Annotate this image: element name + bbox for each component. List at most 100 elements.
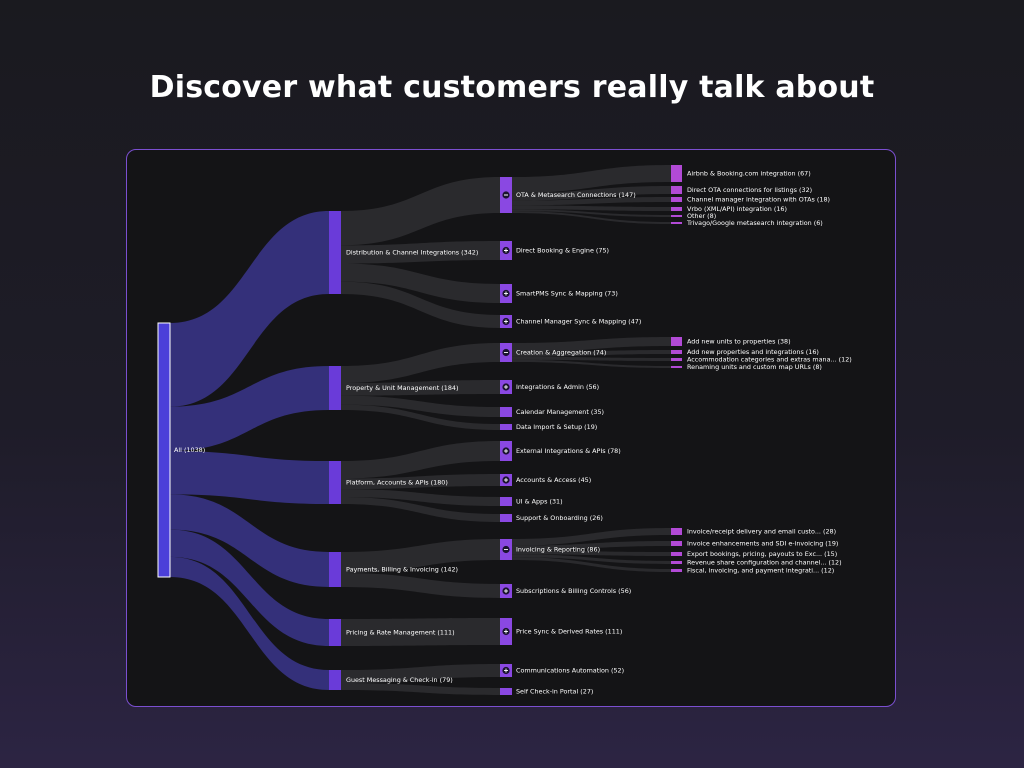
link-l2-to-l3-6 [512,337,671,353]
node-l1-pricing-rate-management[interactable] [329,619,341,646]
node-label-l1-payments-billing-invoicing: Payments, Billing & Invoicing (142) [346,566,458,574]
node-l3-fiscal-invoicing-and-payment-integrati[interactable] [671,569,682,572]
link-l1-to-l2-0 [341,177,500,246]
link-l2-to-l3-3 [512,205,671,211]
link-l2-to-l3-11 [512,541,671,551]
node-l3-invoice-receipt-delivery-and-email-custo[interactable] [671,528,682,535]
link-l2-to-l3-8 [512,356,671,361]
node-l1-property-unit-management[interactable] [329,366,341,410]
link-l2-to-l3-4 [512,209,671,217]
node-l3-trivago-google-metasearch-integration[interactable] [671,222,682,224]
node-l3-revenue-share-configuration-and-channel[interactable] [671,561,682,564]
link-l2-to-l3-0 [512,165,671,194]
node-label-l2-direct-booking-engine: Direct Booking & Engine (75) [516,247,609,255]
sankey-diagram: All (1038) Distribution & Channel Integra… [157,165,852,696]
node-label-l3-renaming-units-and-custom-map-urls: Renaming units and custom map URLs (8) [687,363,822,371]
sankey-nodes [157,165,682,695]
node-label-l2-self-check-in-portal: Self Check-in Portal (27) [516,688,593,696]
node-label-l3-accommodation-categories-and-extras-mana: Accommodation categories and extras mana… [687,356,852,364]
link-l1-to-l2-15 [341,664,500,683]
node-label-l2-external-integrations-apis: External Integrations & APIs (78) [516,447,621,455]
node-l3-export-bookings-pricing-payouts-to-exc[interactable] [671,552,682,556]
node-label-l3-direct-ota-connections-for-listings: Direct OTA connections for listings (32) [687,186,812,194]
node-l3-direct-ota-connections-for-listings[interactable] [671,186,682,194]
sankey-panel: All (1038) Distribution & Channel Integra… [126,149,896,707]
node-l1-payments-billing-invoicing[interactable] [329,552,341,587]
node-l2-support-onboarding[interactable] [500,514,512,522]
node-label-l2-subscriptions-billing-controls: Subscriptions & Billing Controls (56) [516,587,631,595]
link-l2-to-l3-14 [512,557,671,572]
node-label-l3-other: Other (8) [687,212,716,220]
link-root-to-l1-2 [170,451,329,504]
node-l3-renaming-units-and-custom-map-urls[interactable] [671,366,682,368]
link-l2-to-l3-1 [512,186,671,201]
node-label-l3-fiscal-invoicing-and-payment-integrati: Fiscal, invoicing, and payment integrati… [687,567,834,575]
node-l3-add-new-units-to-properties[interactable] [671,337,682,346]
sankey-labels: All (1038) Distribution & Channel Integra… [174,170,852,696]
link-l1-to-l2-4 [341,343,500,384]
node-label-l3-vrbo-integration: Vrbo (XML/API) integration (16) [687,205,787,213]
node-l2-calendar-management[interactable] [500,407,512,417]
node-label-l3-trivago-google-metasearch-integration: Trivago/Google metasearch integration (6… [686,219,823,227]
link-l1-to-l2-6 [341,395,500,417]
node-l2-self-check-in-portal[interactable] [500,688,512,695]
link-l1-to-l2-9 [341,474,500,490]
node-root[interactable] [157,322,171,578]
node-l3-add-new-properties-and-integrations[interactable] [671,350,682,354]
node-l1-platform-accounts-apis[interactable] [329,461,341,504]
node-label-l1-distribution-channel-integrations: Distribution & Channel Integrations (342… [346,249,478,257]
link-l1-to-l2-16 [341,683,500,695]
link-l1-to-l2-2 [341,263,500,303]
node-l3-accommodation-categories-and-extras-mana[interactable] [671,358,682,361]
node-label-l2-communications-automation: Communications Automation (52) [516,667,624,675]
node-label-l3-invoice-receipt-delivery-and-email-custo: Invoice/receipt delivery and email custo… [687,528,836,536]
node-l3-channel-manager-integration-with-otas[interactable] [671,197,682,202]
node-l3-invoice-enhancements-and-sdi-e-invoicing[interactable] [671,541,682,546]
link-root-to-l1-4 [170,529,329,646]
node-label-l2-integrations-admin: Integrations & Admin (56) [516,383,599,391]
node-l3-vrbo-integration[interactable] [671,207,682,211]
link-l2-to-l3-9 [512,359,671,368]
node-label-l3-invoice-enhancements-and-sdi-e-invoicing: Invoice enhancements and SDI e-invoicing… [687,540,838,548]
node-label-l2-smartpms-sync-mapping: SmartPMS Sync & Mapping (73) [516,290,618,298]
sankey-links [170,165,671,695]
node-label-l3-channel-manager-integration-with-otas: Channel manager integration with OTAs (1… [687,196,830,204]
node-label-l2-creation-aggregation: Creation & Aggregation (74) [516,349,606,357]
link-l1-to-l2-1 [341,241,500,264]
node-label-l2-data-import-setup: Data Import & Setup (19) [516,423,597,431]
link-root-to-l1-1 [170,366,329,452]
node-label-l3-revenue-share-configuration-and-channel: Revenue share configuration and channel.… [687,559,842,567]
node-l3-airbnb-booking-com-integration[interactable] [671,165,682,182]
node-label-l2-price-sync-derived-rates: Price Sync & Derived Rates (111) [516,628,622,636]
link-l1-to-l2-3 [341,281,500,328]
node-label-l3-airbnb-booking-com-integration: Airbnb & Booking.com integration (67) [687,170,811,178]
link-root-to-l1-0 [170,211,329,407]
link-l1-to-l2-11 [341,496,500,522]
link-l2-to-l3-5 [512,211,671,224]
node-l1-guest-messaging-check-in[interactable] [329,670,341,690]
link-l2-to-l3-7 [512,350,671,357]
node-l2-data-import-setup[interactable] [500,424,512,430]
link-l1-to-l2-5 [341,380,500,396]
node-label-root: All (1038) [174,446,205,454]
node-label-l2-channel-manager-sync-mapping: Channel Manager Sync & Mapping (47) [516,318,641,326]
link-l1-to-l2-14 [341,618,500,646]
node-l3-other[interactable] [671,215,682,217]
link-root-to-l1-3 [170,494,329,587]
node-label-l2-calendar-management: Calendar Management (35) [516,408,604,416]
link-l2-to-l3-2 [512,197,671,206]
node-label-l3-add-new-properties-and-integrations: Add new properties and integrations (16) [687,348,819,356]
link-l1-to-l2-10 [341,489,500,506]
node-l2-ui-apps[interactable] [500,497,512,506]
node-label-l1-pricing-rate-management: Pricing & Rate Management (111) [346,629,455,637]
link-l2-to-l3-13 [512,554,671,564]
link-l1-to-l2-8 [341,441,500,479]
node-label-l1-property-unit-management: Property & Unit Management (184) [346,384,458,392]
link-l1-to-l2-12 [341,539,500,573]
node-l1-distribution-channel-integrations[interactable] [329,211,341,294]
node-label-l3-add-new-units-to-properties: Add new units to properties (38) [687,338,791,346]
link-l1-to-l2-7 [341,404,500,430]
node-label-l2-ui-apps: UI & Apps (31) [516,498,563,506]
node-label-l2-invoicing-reporting: Invoicing & Reporting (86) [516,546,600,554]
link-l1-to-l2-13 [341,573,500,598]
